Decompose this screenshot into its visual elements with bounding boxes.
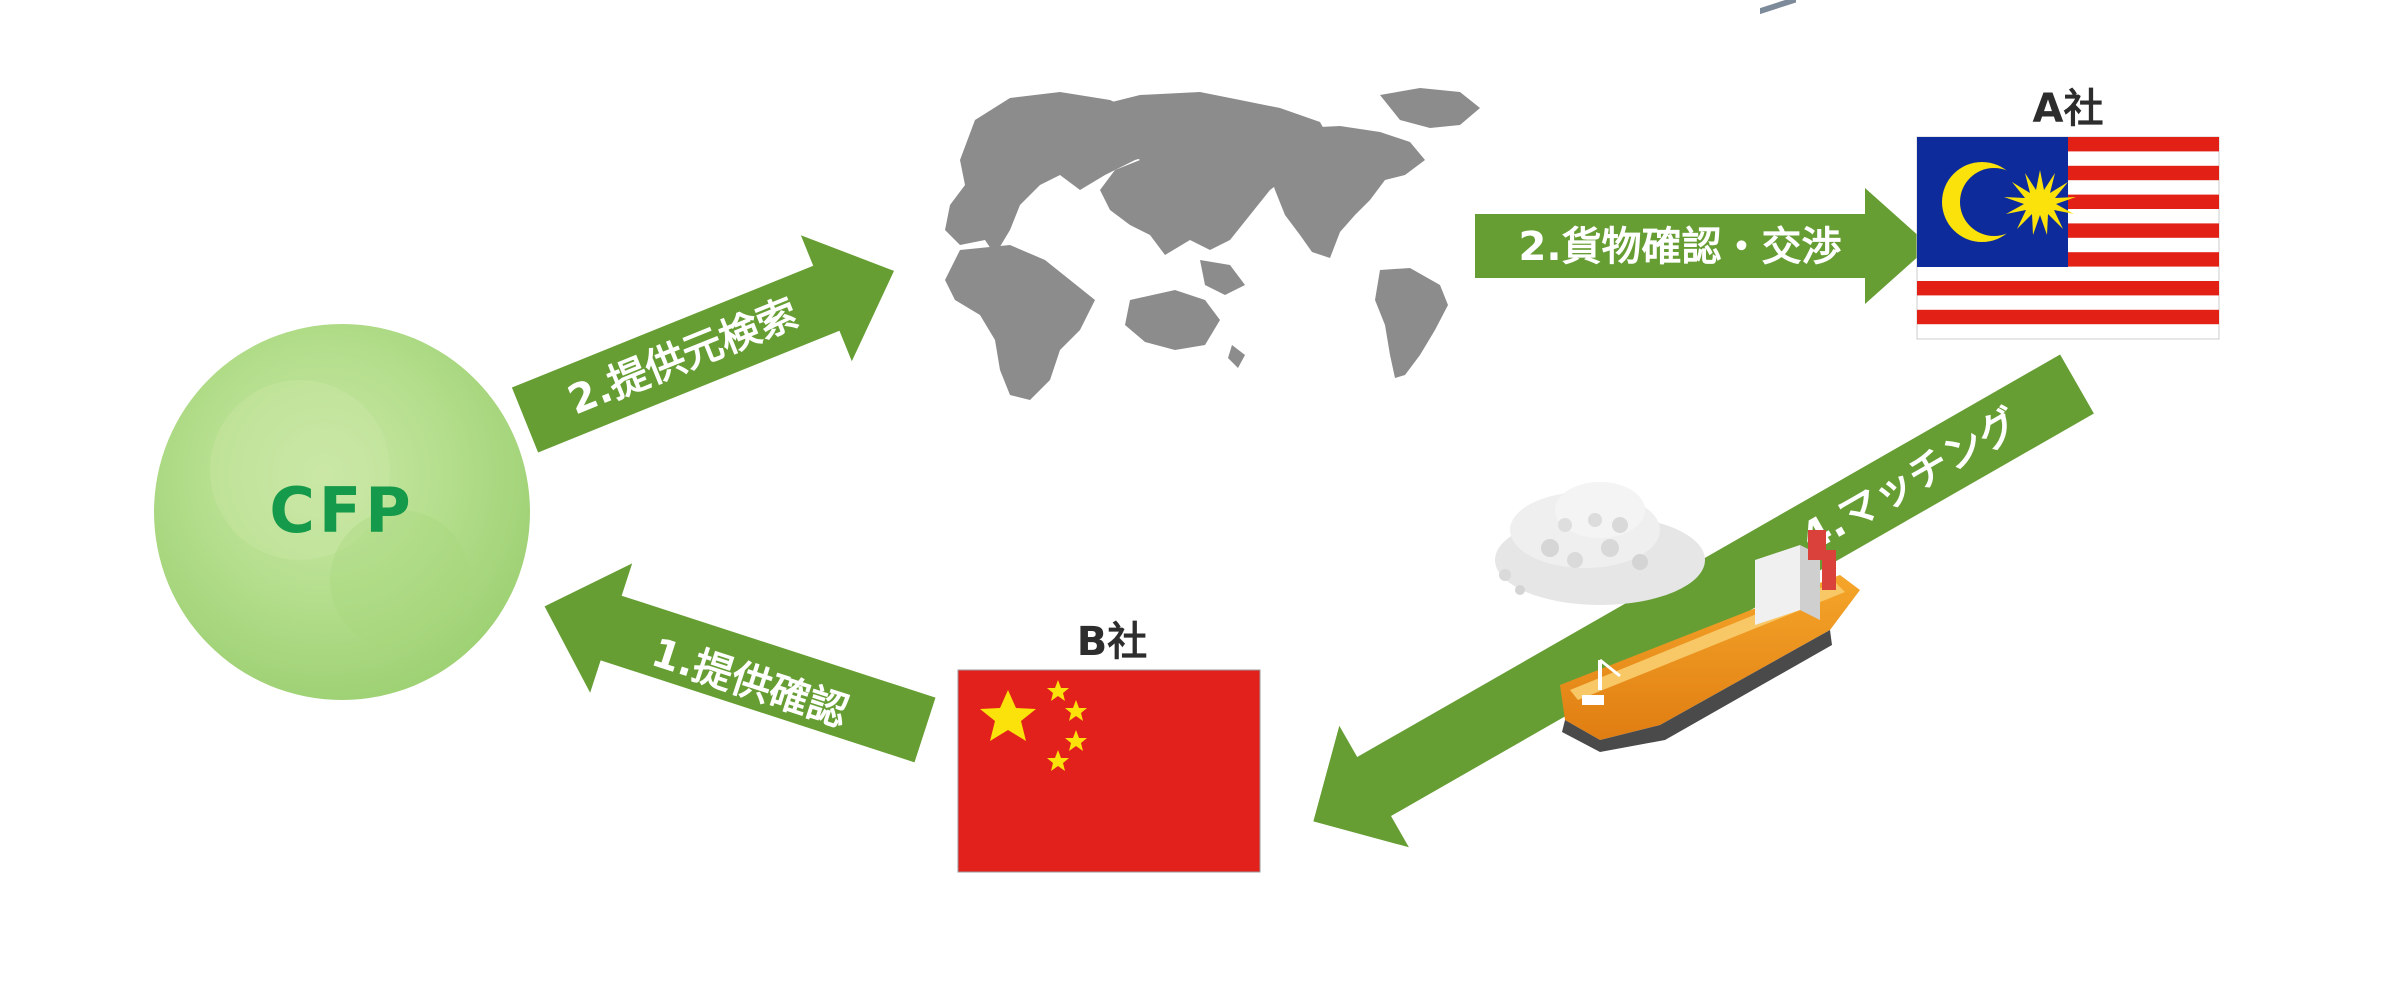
arrow-cargo-check: 2.貨物確認・交渉 (1475, 188, 1930, 304)
arrow-matching-logistics (1313, 354, 2094, 848)
company-b-label: B社 (1077, 619, 1148, 665)
container-ship-icon (1560, 0, 1860, 752)
cargo-pile-icon (1495, 482, 1705, 605)
arrow-matching-label: 4.マッチング (1794, 401, 2028, 562)
company-a-label: A社 (2033, 86, 2104, 132)
malaysia-flag (1916, 136, 2220, 340)
arrow-cargo-check-label: 2.貨物確認・交渉 (1518, 224, 1841, 270)
arrow-supply-confirm (544, 563, 936, 763)
cfp-node: CFP (154, 324, 530, 700)
cfp-label: CFP (269, 474, 414, 547)
arrow-supply-search: 2.提供元検索 (511, 235, 895, 453)
china-flag (957, 669, 1261, 873)
world-map-icon (945, 88, 1480, 400)
